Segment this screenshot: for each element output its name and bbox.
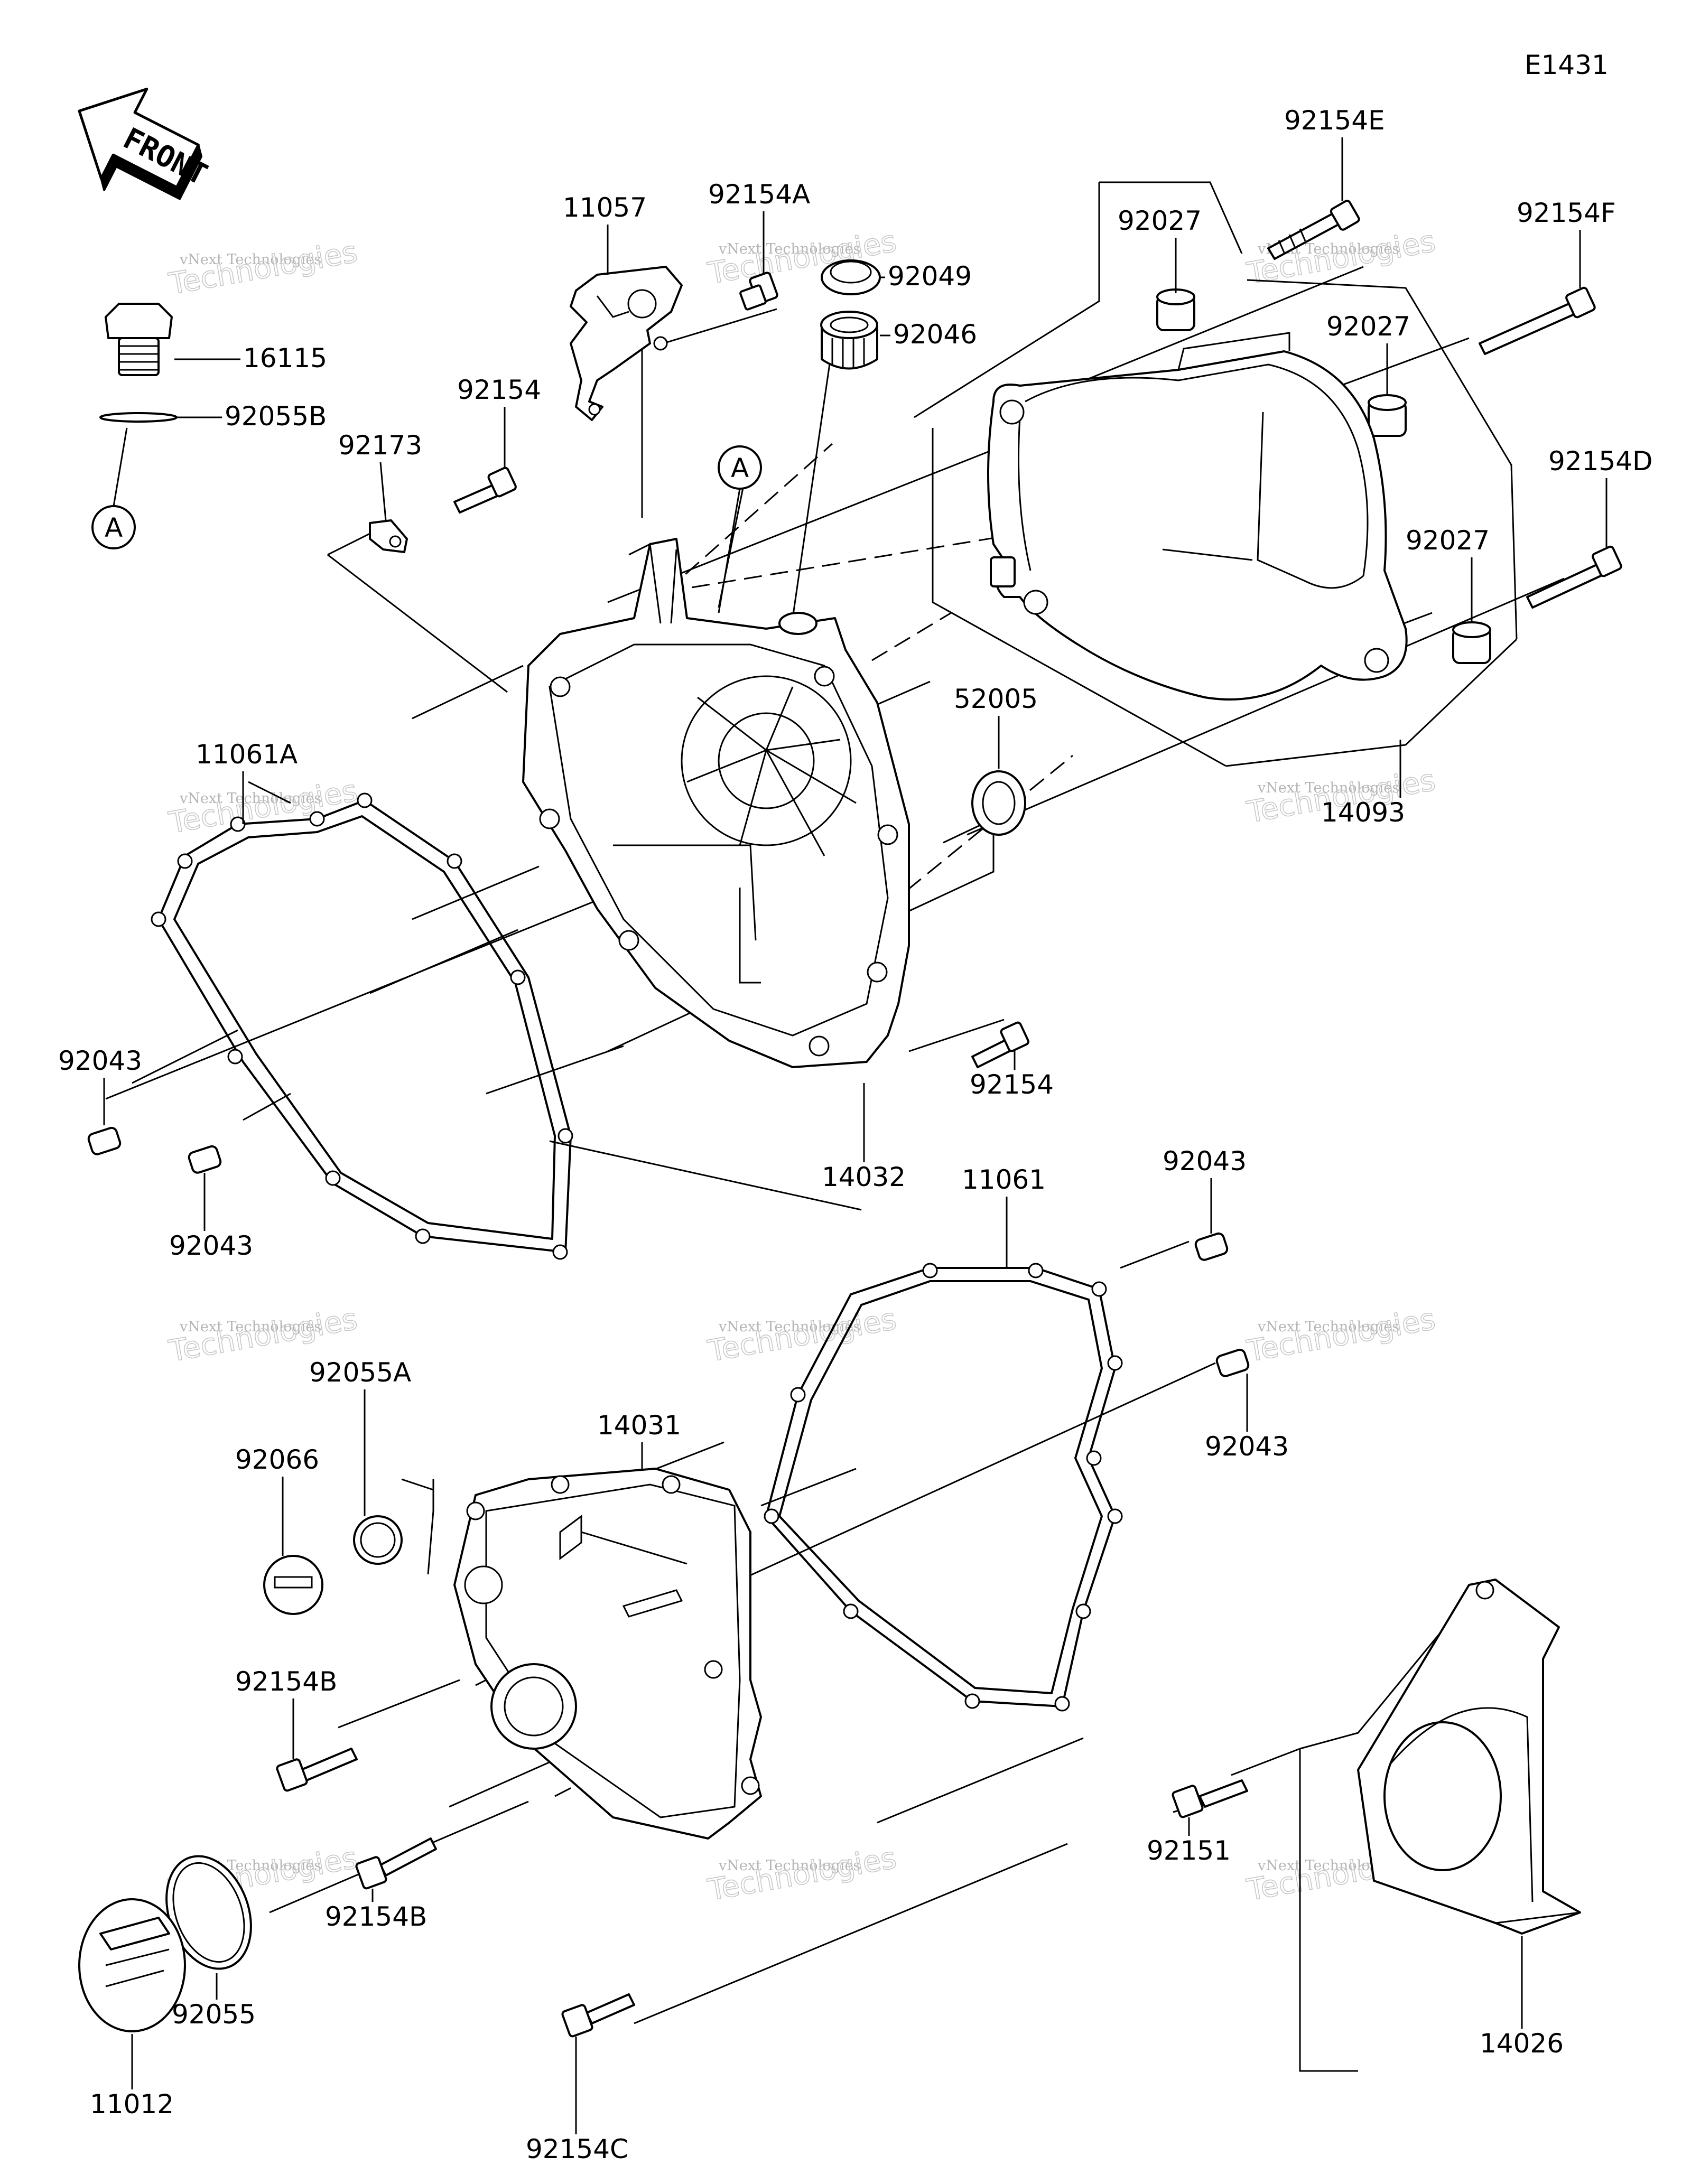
bolt-92154f[interactable]: [1479, 286, 1596, 355]
dowel-92043-b[interactable]: [188, 1145, 222, 1174]
part-label: 92055B: [225, 401, 327, 432]
oil-cap-16115[interactable]: [105, 303, 173, 376]
bolt-92154-top[interactable]: [453, 466, 517, 514]
bracket-11057[interactable]: [570, 266, 683, 421]
watermark-big: Technologies: [166, 773, 360, 841]
collar-92027-c[interactable]: [1452, 621, 1491, 664]
bolt-92154-mid[interactable]: [971, 1021, 1029, 1068]
part-label: 11012: [90, 2089, 174, 2120]
reference-label: A: [105, 512, 123, 543]
part-label: 92027: [1118, 206, 1202, 236]
cap-11012[interactable]: [78, 1898, 186, 2032]
part-label: 14093: [1321, 797, 1405, 828]
sprocket-cover-14026[interactable]: [1357, 1579, 1581, 1935]
dowel-92043-a[interactable]: [87, 1126, 122, 1155]
part-label: 92046: [893, 319, 977, 350]
bolt-92154a[interactable]: [739, 272, 778, 311]
clamp-92173[interactable]: [369, 519, 408, 553]
watermark-big: Technologies: [705, 1841, 899, 1908]
part-label: 14032: [822, 1162, 906, 1192]
part-label: 16115: [243, 343, 327, 374]
part-label: 92043: [58, 1046, 142, 1076]
watermark-line: vNext Technologies: [179, 1319, 321, 1335]
part-label: 92043: [169, 1230, 253, 1261]
bolt-92154c[interactable]: [561, 1993, 635, 2038]
diagram-id: E1431: [1525, 50, 1609, 80]
part-label: 92049: [888, 261, 972, 292]
watermark-line: vNext Technologies: [179, 790, 321, 807]
bolt-92151[interactable]: [1172, 1779, 1248, 1818]
part-label: 92043: [1163, 1146, 1247, 1177]
bolt-92154b-b[interactable]: [355, 1837, 437, 1890]
part-label: 92027: [1326, 311, 1410, 342]
reference-marker-a: A: [718, 445, 762, 490]
part-label: 92173: [338, 430, 422, 461]
watermark-big: Technologies: [705, 1302, 899, 1369]
seal-92049[interactable]: [821, 259, 881, 295]
o-ring-92055b[interactable]: [99, 412, 178, 423]
part-label: 92154A: [708, 179, 810, 210]
gasket-11061[interactable]: [764, 1263, 1123, 1712]
bolt-92154e[interactable]: [1267, 200, 1360, 260]
plug-92066[interactable]: [263, 1555, 323, 1615]
part-label: 92027: [1406, 525, 1490, 556]
part-label: 92154: [970, 1069, 1054, 1100]
part-label: 92154E: [1284, 105, 1385, 136]
part-label: 92154B: [235, 1666, 337, 1697]
part-label: 92066: [235, 1444, 319, 1475]
reference-label: A: [731, 453, 749, 483]
part-label: 92154: [457, 375, 541, 405]
bolt-92154b-a[interactable]: [276, 1748, 358, 1792]
part-label: 92154B: [325, 1901, 427, 1932]
clutch-cover-14032[interactable]: [522, 538, 910, 1068]
part-label: 92151: [1147, 1835, 1231, 1866]
reference-marker-a: A: [91, 505, 136, 549]
bearing-92046[interactable]: [820, 311, 878, 370]
part-label: 92055A: [309, 1357, 411, 1388]
oil-seal-52005[interactable]: [971, 770, 1026, 836]
part-label: 52005: [954, 684, 1038, 714]
front-arrow-icon: FRONT: [78, 87, 212, 200]
watermark-line: vNext Technologies: [1257, 780, 1399, 796]
watermark-line: vNext Technologies: [1257, 1319, 1399, 1335]
watermark-big: Technologies: [1244, 1302, 1438, 1369]
o-ring-92055a[interactable]: [353, 1515, 403, 1565]
gasket-11061a[interactable]: [151, 792, 573, 1260]
part-labels: 11057 92154A 92049 92046 92154E 92027 92…: [58, 105, 1653, 2164]
dowel-92043-c[interactable]: [1194, 1232, 1229, 1261]
collar-92027-b[interactable]: [1368, 394, 1407, 437]
part-label: 92043: [1205, 1431, 1289, 1462]
watermark-big: Technologies: [166, 235, 360, 302]
part-label: 92154F: [1517, 198, 1616, 228]
watermark-line: vNext Technologies: [179, 251, 321, 268]
part-label: 11061: [962, 1164, 1046, 1195]
dowel-92043-d[interactable]: [1215, 1348, 1250, 1377]
watermark-line: vNext Technologies: [718, 1858, 860, 1874]
cover-14093[interactable]: [987, 332, 1408, 701]
part-label: 14026: [1480, 2028, 1564, 2059]
part-label: 92055: [172, 1999, 256, 2030]
watermark-line: vNext Technologies: [718, 241, 860, 257]
part-label: 11061A: [196, 739, 298, 770]
part-label: 92154C: [526, 2134, 628, 2164]
part-label: 14031: [597, 1410, 681, 1441]
collar-92027-a[interactable]: [1156, 288, 1195, 331]
part-label: 11057: [563, 192, 647, 223]
generator-cover-14031[interactable]: [453, 1468, 762, 1840]
part-label: 92154D: [1548, 446, 1653, 477]
bolt-92154d[interactable]: [1526, 545, 1622, 609]
